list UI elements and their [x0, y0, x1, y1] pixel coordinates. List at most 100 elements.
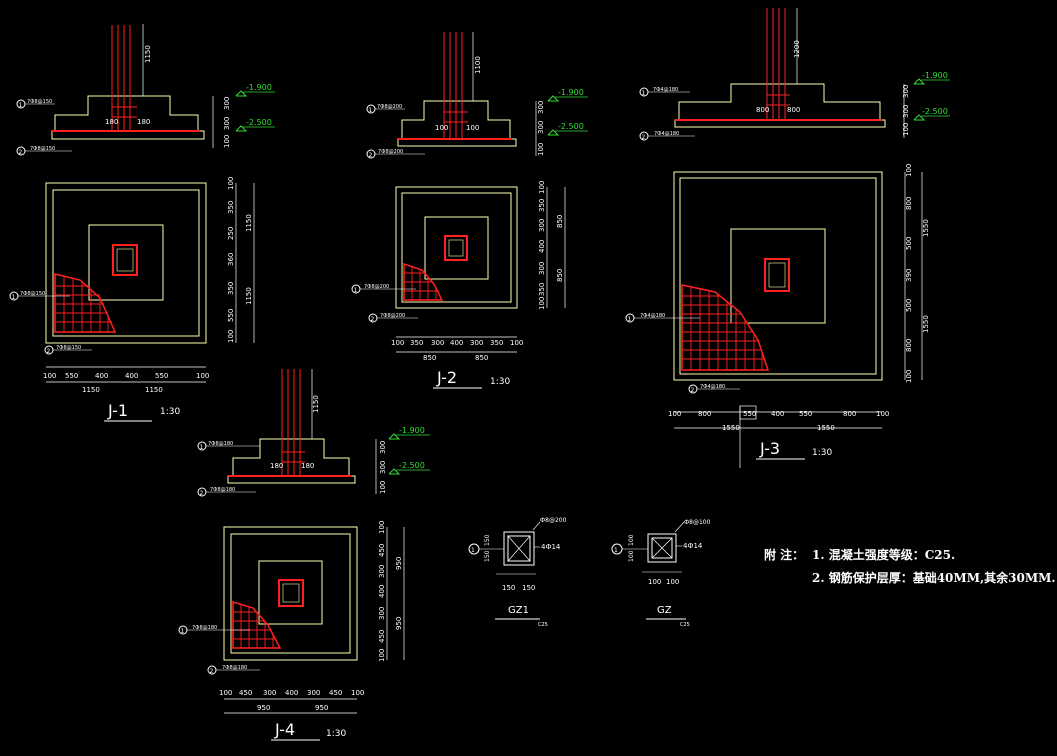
- j1p-mark2: 2: [47, 348, 51, 355]
- j2-level-mark: [547, 95, 560, 102]
- j1-dim-x: 400: [125, 372, 138, 380]
- j1-dim-x: 100: [43, 372, 56, 380]
- j2-mark1: 1: [369, 107, 373, 114]
- j2-dim-y: 400: [538, 240, 546, 253]
- j3-plan: 100 800 550 400 550 800 100 1550 1550 10…: [625, 164, 930, 468]
- j3-scale: 1:30: [812, 448, 832, 458]
- j1-column: [112, 244, 138, 276]
- gz-tie: [651, 537, 673, 559]
- j4-mark1: 1: [200, 444, 204, 451]
- note-2: 2. 钢筋保护层厚：基础40MM,其余30MM.: [812, 571, 1056, 585]
- j4-dim-d2: 300: [379, 461, 387, 474]
- j3-column-core: [768, 262, 786, 288]
- j1-title: J-1: [107, 401, 128, 420]
- j3-section: 1200 800 800 300 300 100 -1.900 -2.500 1…: [639, 8, 950, 141]
- j3-dim-y: 800: [905, 197, 913, 210]
- j2-dim-x: 350: [410, 339, 423, 347]
- j2-outer: [395, 186, 518, 309]
- j1p-mark1: 1: [12, 294, 16, 301]
- j3-dim-b1: 800: [756, 106, 769, 114]
- j4p-callout-1: 7Ф8@180: [192, 625, 217, 631]
- j4-scale: 1:30: [326, 729, 346, 739]
- j4-step: [232, 438, 350, 476]
- j1-dim-d1: 300: [223, 97, 231, 110]
- gz1-subtitle: C25: [538, 622, 548, 628]
- j3-dim-d2: 300: [902, 105, 910, 118]
- j3-level-2: -2.500: [922, 107, 948, 116]
- j1-dim-y: 350: [227, 282, 235, 295]
- j1-dim-total: 1150: [145, 386, 163, 394]
- j4-dim-y: 100: [378, 521, 386, 534]
- j4-dim-col: 1150: [312, 395, 320, 413]
- j4p-mark1: 1: [181, 628, 185, 635]
- j1-mark2: 2: [19, 149, 23, 156]
- gz1-mark: 1: [471, 547, 475, 554]
- j1-dim-total: 1150: [245, 214, 253, 232]
- j2-dim-y: 100: [538, 181, 546, 194]
- j3-dim-x: 550: [743, 410, 756, 418]
- j4-level-mark: [388, 433, 401, 440]
- j2-rebar-grid: [404, 266, 438, 300]
- gz1-title: GZ1: [508, 605, 529, 616]
- j3p-mark1: 1: [628, 316, 632, 323]
- j3-dim-col: 1200: [793, 40, 801, 58]
- j1-mark1: 1: [19, 102, 23, 109]
- j1-plan: 100 550 400 400 550 100 1150 1150 100 35…: [9, 177, 255, 422]
- j3-rebar-cut: [681, 284, 770, 371]
- j4-dim-total: 950: [257, 704, 270, 712]
- j4-outer-inner: [230, 533, 351, 654]
- j1-step: [54, 95, 199, 131]
- j2-callout-2: 7Ф8@200: [378, 149, 403, 155]
- j4-dim-x: 450: [239, 689, 252, 697]
- j1-dim-b2: 180: [137, 118, 150, 126]
- gz-dim-y2: 100: [628, 534, 635, 546]
- j4-plan: 100 450 300 400 300 450 100 950 950 100 …: [178, 521, 405, 741]
- j4-dim-y: 450: [378, 630, 386, 643]
- j4-mark2: 2: [200, 490, 204, 497]
- j1-outer: [45, 182, 207, 344]
- j1-outer-inner: [52, 189, 200, 337]
- gz1-dim-y1: 150: [484, 550, 491, 562]
- j2-column: [444, 235, 468, 261]
- j2-dim-y: 100: [538, 297, 546, 310]
- j2-dim-x: 350: [490, 339, 503, 347]
- j2-dim-total: 850: [556, 215, 564, 228]
- j1-callout-1: 7Ф8@150: [27, 99, 52, 105]
- j1-dim-x: 550: [65, 372, 78, 380]
- j1-dim-y: 100: [227, 177, 235, 190]
- gz1-dim-y2: 150: [484, 534, 491, 546]
- j4-section: 1150 180 180 300 300 100 -1.900 -2.500 1…: [197, 369, 430, 497]
- j3-dim-total: 1550: [922, 219, 930, 237]
- j4-pad: [227, 475, 356, 484]
- j2-dim-b1: 100: [435, 124, 448, 132]
- j3-dim-total: 1550: [922, 315, 930, 333]
- j1-level-2: -2.500: [246, 118, 272, 127]
- j3-level-1: -1.900: [922, 71, 948, 80]
- j1-dim-y: 360: [227, 253, 235, 266]
- gz-detail: 1 Ф8@100 4Ф14 100 100 100 100 GZ C25: [611, 519, 711, 628]
- j2-dim-x: 300: [431, 339, 444, 347]
- gz-outline: [647, 533, 677, 563]
- j1-dim-x: 400: [95, 372, 108, 380]
- j4-rebar-grid: [233, 604, 275, 648]
- j2-dim-y: 350: [538, 199, 546, 212]
- j3-level-mark: [913, 78, 926, 85]
- gz1-dim-x2: 150: [522, 584, 535, 592]
- j3-dim-total: 1550: [722, 424, 740, 432]
- j2-section: 1100 100 100 300 300 100 -1.900 -2.500 1…: [366, 32, 588, 159]
- j3-outer: [673, 171, 883, 381]
- j1-dim-d2: 300: [223, 117, 231, 130]
- j2p-callout-2: 7Ф8@200: [380, 313, 405, 319]
- j2-dim-total: 850: [423, 354, 436, 362]
- gz-mark: 1: [614, 547, 618, 554]
- j3-callout-2: 7Ф4@180: [654, 131, 679, 137]
- j2p-callout-1: 7Ф8@200: [364, 284, 389, 290]
- j4p-callout-2: 7Ф8@180: [222, 665, 247, 671]
- j1-column-core: [116, 248, 134, 272]
- j3-pad: [674, 119, 886, 128]
- j3-dim-x: 400: [771, 410, 784, 418]
- j1-pad: [51, 130, 205, 140]
- j2-dim-b2: 100: [466, 124, 479, 132]
- j3-dim-x: 800: [843, 410, 856, 418]
- j1p-callout-2: 7Ф8@150: [56, 345, 81, 351]
